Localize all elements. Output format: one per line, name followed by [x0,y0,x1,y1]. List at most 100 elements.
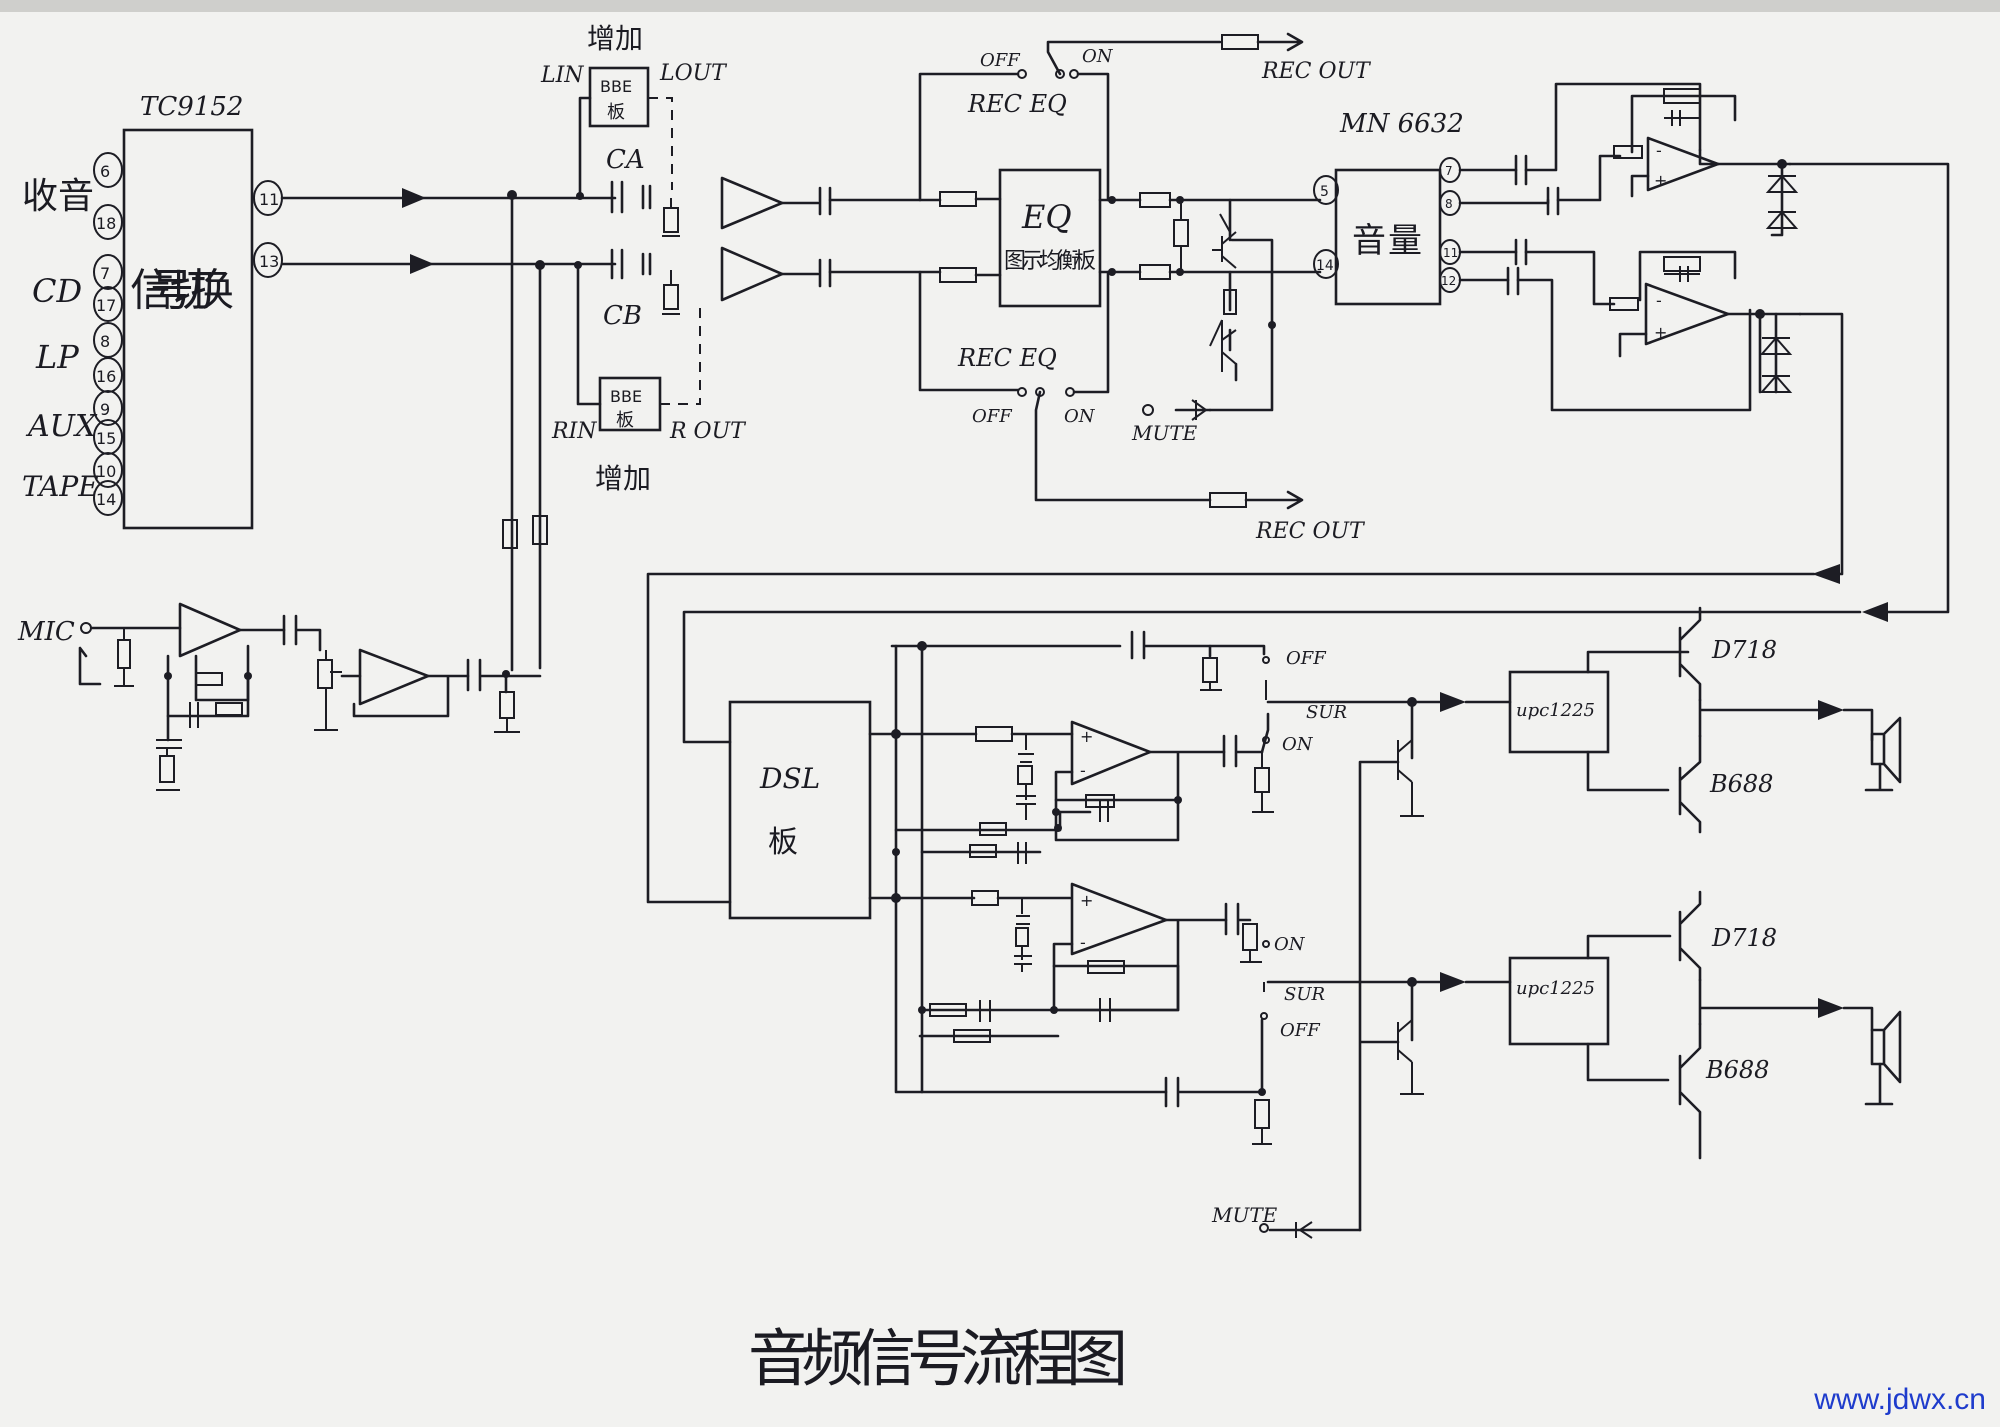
speaker-lower [1870,1010,1902,1084]
pin-label: 17 [96,296,116,315]
bbe-top-add-label: 增加 [587,22,643,55]
off-bottom-label: OFF [972,406,1013,427]
mic-label: MIC [17,617,75,647]
bbe-top-text: BBE [600,77,632,96]
svg-text:-: - [1080,761,1086,780]
b688-lower-label: B688 [1705,1056,1769,1084]
rec-eq-bottom-label: REC EQ [957,344,1057,372]
d718-lower-label: D718 [1711,924,1777,952]
switch-board-label: 信号切换 [130,265,234,316]
bbe-top-text2: 板 [607,102,625,123]
on-top-label: ON [1082,46,1114,67]
b688-upper-label: B688 [1709,770,1773,798]
upc1225-upper-label: upc1225 [1516,700,1595,721]
tone-opamp-l: -+ [1458,82,1799,237]
mn-pin: 7 [1445,164,1453,178]
svg-text:+: + [1080,891,1093,910]
paper-shadow [0,0,2000,12]
output-transistor-d718-lower [1678,890,1702,982]
d718-upper-label: D718 [1711,636,1777,664]
mute-transistors-rear [1358,739,1424,1232]
buffer-amp-r [720,246,784,302]
mute-top-label: MUTE [1131,421,1198,445]
mn-pin: 5 [1320,184,1329,200]
mic-preamp [178,602,242,658]
svg-text:-: - [1656,141,1662,160]
pin-label: 9 [100,400,110,419]
pin-label: 16 [96,367,116,386]
dsl-label: DSL [759,762,820,795]
sur-top-label: SUR [1306,702,1347,723]
tc9152-block [122,128,254,530]
input-label-aux: AUX [25,409,98,444]
rec-out-bottom-label: REC OUT [1255,519,1366,544]
svg-text:+: + [1654,323,1667,342]
lout-label: LOUT [659,61,728,86]
bbe-bottom-text2: 板 [616,410,634,431]
rec-out-top-label: REC OUT [1261,59,1372,84]
diagram-title: 音频信号流程图 [748,1322,1128,1395]
off-top-label: OFF [980,50,1021,71]
mn-pin: 11 [1443,246,1458,260]
mn6632-label: MN 6632 [1339,109,1464,139]
pin-label: 6 [100,162,110,181]
eq-label: EQ [1021,198,1072,236]
pin-label: 10 [96,462,116,481]
buffer-amp-l [720,176,784,230]
mn-pin: 8 [1445,197,1453,211]
svg-text:+: + [1080,727,1093,746]
input-label-tuner: 收音 [22,176,94,217]
input-pins: 6 18 7 17 8 16 9 15 10 14 [93,152,123,516]
on-sur-top-label: ON [1282,734,1314,755]
pin-label: 18 [96,214,116,233]
output-transistor-b688-lower [1678,1022,1702,1160]
tone-opamp-r: -+ [1458,238,1802,412]
output-transistor-d718-upper [1678,606,1702,702]
arrow-r [410,254,434,274]
on-bottom-label: ON [1064,406,1096,427]
rin-label: RIN [551,419,597,444]
dsl-board [728,700,872,920]
sur-bottom-label: SUR [1284,984,1325,1005]
output-transistor-b688-upper [1678,734,1702,834]
watermark: www.jdwx.cn [1814,1383,1986,1416]
off-sur-top-label: OFF [1286,648,1327,669]
pin-out-r-label: 13 [259,252,279,271]
dsl-label2: 板 [768,825,798,860]
pin-label: 14 [96,490,116,509]
mute-transistors [1208,198,1276,412]
upc1225-upper [1508,670,1610,754]
mn-pin: 14 [1316,258,1334,274]
pin-label: 8 [100,332,110,351]
rec-eq-top-label: REC EQ [967,90,1067,118]
cb-label: CB [603,301,642,331]
volume-chip [1334,168,1442,306]
pin-out-r [253,242,283,278]
upc1225-lower [1508,956,1610,1046]
input-label-tape: TAPE [22,470,99,503]
eq-sub-label: 图示均衡板 [1004,249,1096,274]
bbe-bottom-add-label: 增加 [595,462,651,495]
off-sur-bottom-label: OFF [1280,1020,1321,1041]
pin-out-l-label: 11 [259,190,279,209]
svg-text:-: - [1080,933,1086,952]
mn-pin: 12 [1441,274,1456,288]
svg-text:-: - [1656,291,1662,310]
on-sur-bottom-label: ON [1274,934,1306,955]
tc9152-label: TC9152 [140,92,243,122]
dsl-opamp-lower [1070,882,1168,956]
input-label-lp: LP [35,338,79,376]
upc1225-lower-label: upc1225 [1516,978,1595,999]
mute-bottom-label: MUTE [1211,1203,1278,1227]
arrow-l [402,188,426,208]
pin-label: 7 [100,264,110,283]
input-label-cd: CD [32,272,82,310]
speaker-upper [1870,716,1902,784]
ca-label: CA [606,145,645,175]
pin-label: 15 [96,429,116,448]
lin-label: LIN [540,63,584,88]
eq-board [998,168,1102,308]
bbe-bottom-text: BBE [610,387,642,406]
